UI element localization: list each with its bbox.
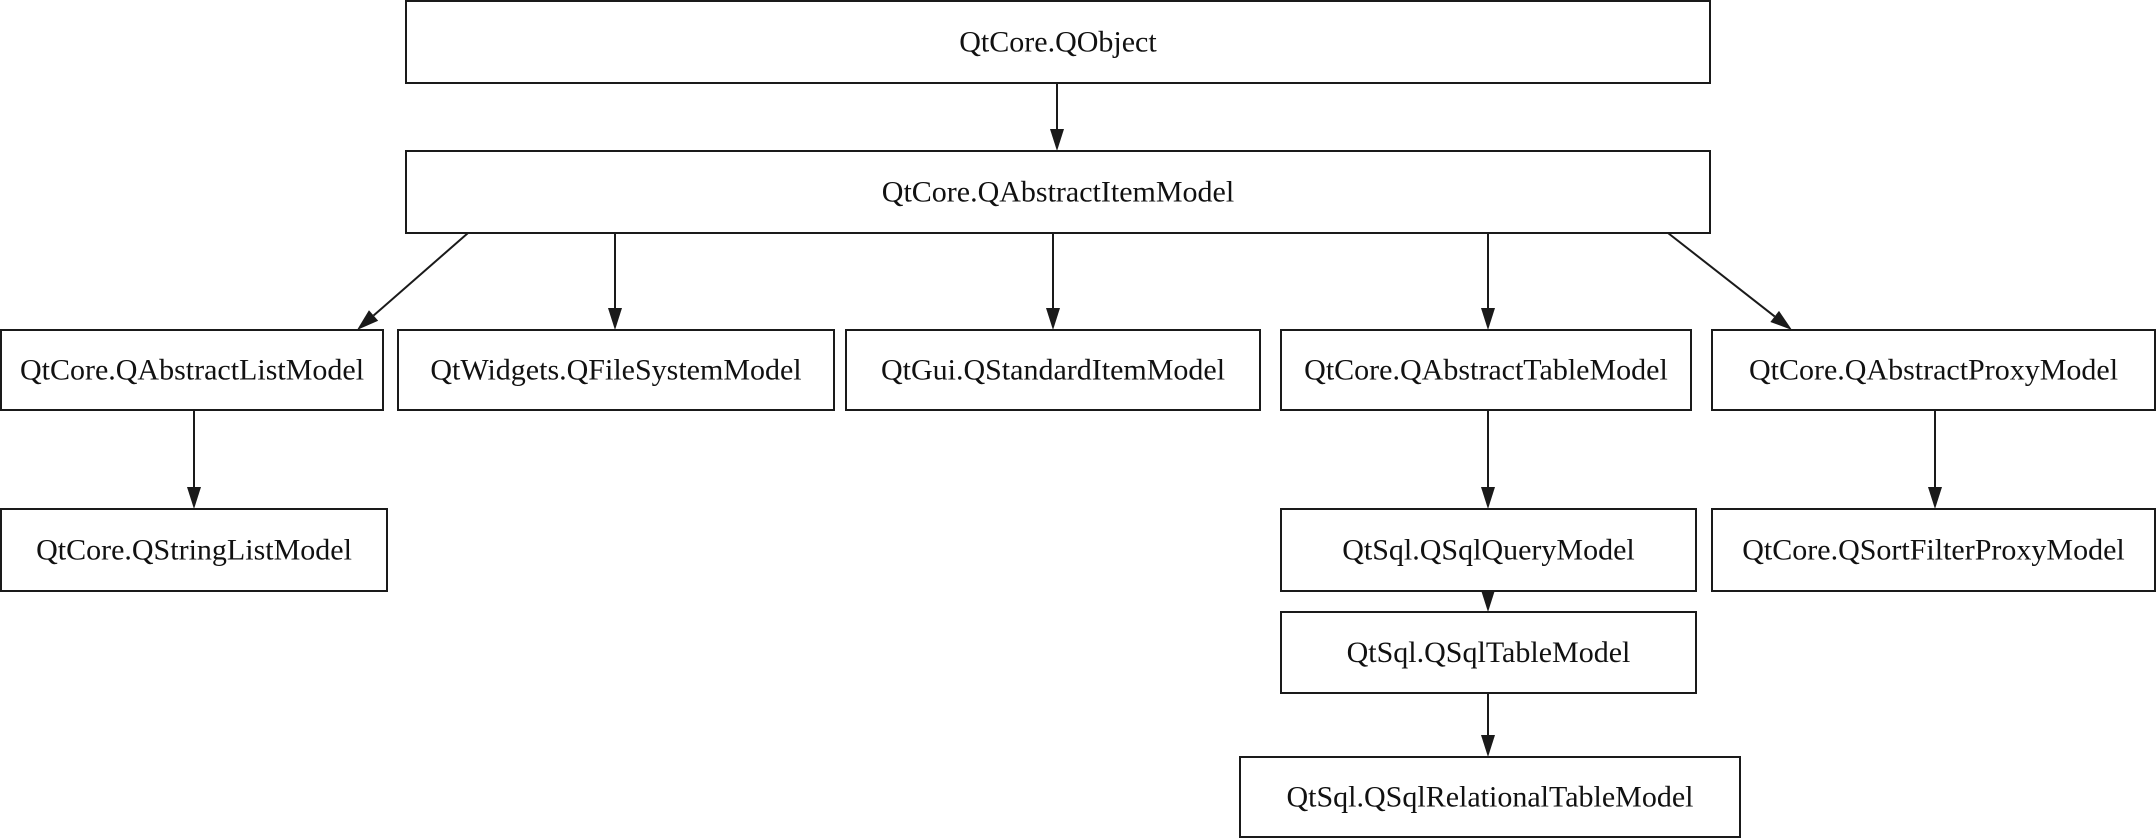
arrowhead (1928, 487, 1942, 509)
arrowhead (1481, 308, 1495, 330)
class-node-qsqlrelationaltablemodel: QtSql.QSqlRelationalTableModel (1239, 756, 1741, 838)
class-node-qabstractlistmodel: QtCore.QAbstractListModel (0, 329, 384, 411)
arrowhead (1481, 590, 1495, 612)
arrowhead (1481, 487, 1495, 509)
arrowhead (608, 308, 622, 330)
inheritance-arrow-qabstractitemmodel-to-qabstracttablemodel (1481, 233, 1495, 330)
class-box (1280, 329, 1692, 411)
inheritance-arrow-qsqlquerymodel-to-qsqltablemodel (1481, 590, 1495, 612)
class-node-qabstractproxymodel: QtCore.QAbstractProxyModel (1711, 329, 2156, 411)
class-node-qsqlquerymodel: QtSql.QSqlQueryModel (1280, 508, 1697, 592)
class-box (845, 329, 1261, 411)
inheritance-arrow-qsqltablemodel-to-qsqlrelationaltablemodel (1481, 693, 1495, 757)
inheritance-arrow-qabstractproxymodel-to-qsortfilterproxymodel (1928, 410, 1942, 509)
class-node-qobject: QtCore.QObject (405, 0, 1711, 84)
inheritance-arrow-qabstractitemmodel-to-qabstractlistmodel (357, 232, 469, 330)
class-node-qabstracttablemodel: QtCore.QAbstractTableModel (1280, 329, 1692, 411)
class-label: QtWidgets.QFileSystemModel (430, 354, 801, 387)
class-label: QtCore.QSortFilterProxyModel (1742, 534, 2125, 567)
class-label: QtSql.QSqlQueryModel (1342, 534, 1635, 567)
class-node-qstandarditemmodel: QtGui.QStandardItemModel (845, 329, 1261, 411)
arrowhead (357, 310, 379, 330)
class-label: QtCore.QObject (959, 26, 1157, 59)
class-box (405, 0, 1711, 84)
class-label: QtSql.QSqlRelationalTableModel (1286, 781, 1693, 814)
inheritance-arrow-qabstractlistmodel-to-qstringlistmodel (187, 410, 201, 509)
inheritance-arrow-qabstracttablemodel-to-qsqlquerymodel (1481, 410, 1495, 509)
arrowhead (1770, 310, 1792, 330)
class-box (1280, 508, 1697, 592)
class-label: QtCore.QAbstractTableModel (1304, 354, 1668, 387)
class-box (397, 329, 835, 411)
class-label: QtGui.QStandardItemModel (881, 354, 1225, 387)
class-label: QtCore.QAbstractItemModel (882, 176, 1234, 209)
class-box (1711, 329, 2156, 411)
edges-layer (187, 83, 1942, 757)
inheritance-arrow-qabstractitemmodel-to-qstandarditemmodel (1046, 233, 1060, 330)
class-node-qstringlistmodel: QtCore.QStringListModel (0, 508, 388, 592)
class-box (0, 508, 388, 592)
arrow-line (1667, 232, 1776, 318)
class-node-qsqltablemodel: QtSql.QSqlTableModel (1280, 611, 1697, 694)
class-node-qfilesystemmodel: QtWidgets.QFileSystemModel (397, 329, 835, 411)
class-box (1711, 508, 2156, 592)
class-label: QtSql.QSqlTableModel (1347, 636, 1631, 669)
class-label: QtCore.QAbstractProxyModel (1749, 354, 2118, 387)
inheritance-arrow-qabstractitemmodel-to-qfilesystemmodel (608, 233, 622, 330)
class-box (0, 329, 384, 411)
inheritance-arrow-qobject-to-qabstractitemmodel (1050, 83, 1064, 151)
arrowhead (1050, 129, 1064, 151)
class-box (1280, 611, 1697, 694)
arrow-line (372, 232, 469, 317)
arrowhead (1046, 308, 1060, 330)
arrowhead (1481, 735, 1495, 757)
class-box (405, 150, 1711, 234)
inheritance-arrow-qabstractitemmodel-to-qabstractproxymodel (1667, 232, 1792, 330)
class-label: QtCore.QStringListModel (36, 534, 352, 567)
class-box (1239, 756, 1741, 838)
class-label: QtCore.QAbstractListModel (20, 354, 364, 387)
class-node-qsortfilterproxymodel: QtCore.QSortFilterProxyModel (1711, 508, 2156, 592)
arrowhead (187, 487, 201, 509)
class-node-qabstractitemmodel: QtCore.QAbstractItemModel (405, 150, 1711, 234)
